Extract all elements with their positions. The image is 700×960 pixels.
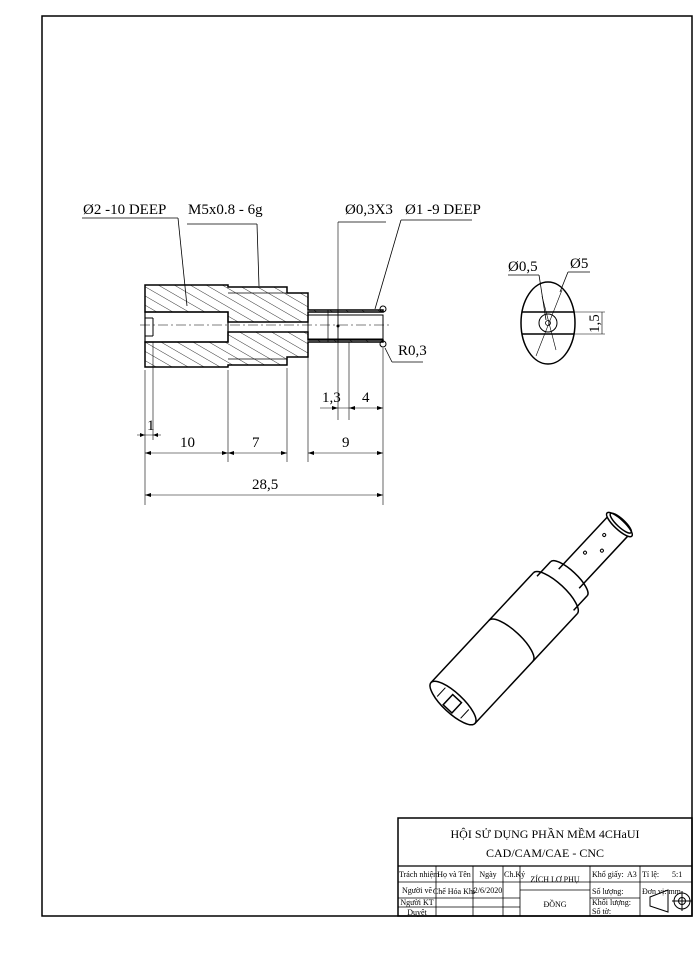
end-view-small-dia: Ø0,5	[508, 259, 538, 275]
bore-left	[144, 311, 229, 343]
callouts: Ø2 -10 DEEP M5x0.8 - 6g Ø0,3X3 Ø1 -9 DEE…	[82, 202, 481, 420]
section-hatch	[144, 284, 384, 323]
drawing-frame	[41, 15, 693, 917]
row-name: Chế Hóa Khí	[433, 887, 476, 896]
end-view: Ø0,5 Ø5 1,5	[508, 256, 605, 365]
dim-1: 1	[147, 418, 155, 434]
dim-10: 10	[180, 435, 195, 451]
callout-thread: M5x0.8 - 6g	[188, 202, 263, 218]
section-hatch	[144, 331, 384, 368]
dim-7: 7	[252, 435, 260, 451]
radius-bead	[379, 340, 387, 348]
bore-middle	[227, 321, 309, 333]
scale-label: Tỉ lệ:	[642, 870, 659, 879]
sheet-label: Số tờ:	[592, 907, 611, 916]
quantity-label: Số lượng:	[592, 887, 623, 896]
paper-size-label: Khổ giấy:	[592, 870, 624, 879]
header-role: Trách nhiệm	[399, 870, 440, 879]
dim-4: 4	[362, 390, 370, 406]
title-block: HỘI SỬ DỤNG PHẦN MỀM 4CHaUI CAD/CAM/CAE …	[397, 817, 693, 917]
mass-label: Khối lượng:	[592, 898, 631, 907]
org-line-2: CAD/CAM/CAE - CNC	[486, 846, 604, 860]
unit-label: Đơn vị: mm	[642, 887, 682, 896]
first-angle-projection-icon	[649, 889, 692, 913]
end-view-outer-dia: Ø5	[570, 256, 588, 272]
callout-cross-holes: Ø0,3X3	[345, 202, 393, 218]
header-name: Họ và Tên	[437, 870, 471, 879]
arrowheads	[140, 406, 383, 497]
row-date: 2/6/2020	[474, 886, 502, 895]
material: ĐỒNG	[543, 899, 566, 909]
callout-bore-left: Ø2 -10 DEEP	[83, 202, 166, 218]
end-view-slot: 1,5	[587, 314, 603, 333]
scale: 5:1	[672, 870, 682, 879]
dim-total: 28,5	[252, 477, 278, 493]
header-sign: Ch.Ký	[504, 870, 525, 879]
section-view	[140, 284, 390, 368]
dim-1-3: 1,3	[322, 390, 341, 406]
radius-bead	[379, 305, 387, 313]
dimensions: 1 10 7 9 1,3 4 28,5	[137, 342, 384, 505]
row-role: Duyệt	[407, 908, 427, 917]
callout-radius: R0,3	[398, 343, 427, 359]
callout-bore-right: Ø1 -9 DEEP	[405, 202, 481, 218]
header-date: Ngày	[479, 870, 496, 879]
paper-size: A3	[627, 870, 637, 879]
row-role: Người vẽ	[402, 886, 433, 895]
part-name: ZÍCH LƠ PHỤ	[530, 874, 580, 884]
row-role: Người KT	[400, 898, 433, 907]
bore-right	[307, 314, 384, 340]
isometric-view	[429, 511, 634, 726]
dim-9: 9	[342, 435, 350, 451]
org-line-1: HỘI SỬ DỤNG PHẦN MỀM 4CHaUI	[451, 826, 640, 841]
